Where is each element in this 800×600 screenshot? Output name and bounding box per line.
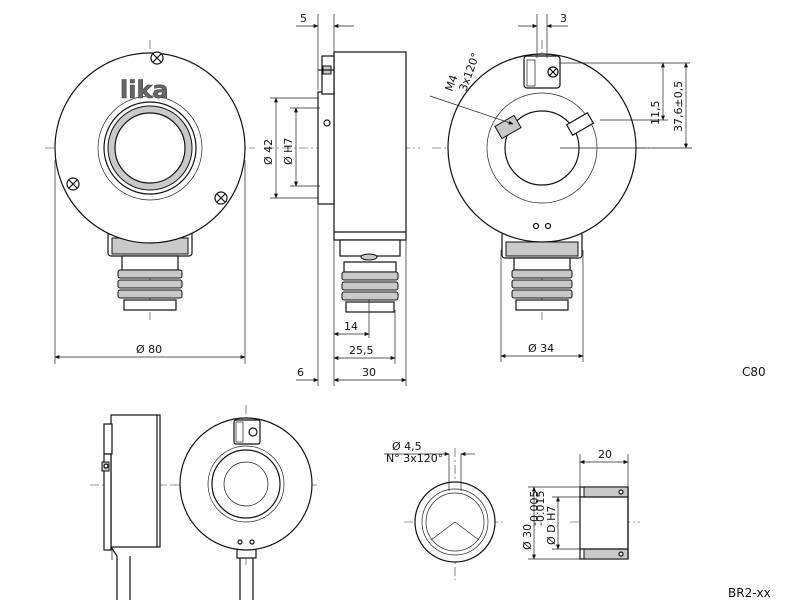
sleeve-section-view: 20 Ø 30 -0.005 -0.015 Ø D H7	[521, 448, 640, 560]
dim-m4: M4	[443, 73, 461, 93]
dim-n3x120: N° 3x120°	[386, 452, 443, 465]
dim-5: 5	[300, 12, 307, 25]
c80-side-view: 5 Ø 42 Ø H7 14 25,5 6 30	[262, 12, 420, 386]
screw-icon	[66, 177, 80, 191]
dim-dia30-tol-up: -0.005	[528, 491, 541, 526]
dim-dia30: Ø 30	[521, 524, 534, 550]
dim-dia30-tol-low: -0.015	[534, 491, 547, 526]
model-label-br2: BR2-xx	[728, 586, 771, 600]
dim-dia4-5: Ø 4,5	[392, 440, 422, 453]
sleeve-front-view: Ø 4,5 N° 3x120°	[384, 440, 506, 580]
dim-dia42: Ø 42	[262, 139, 275, 165]
dim-diaDH7: Ø D H7	[545, 506, 558, 545]
dim-20: 20	[598, 448, 612, 461]
br2-side-view	[90, 414, 176, 600]
dim-6: 6	[297, 366, 304, 379]
brand-logo: lika	[120, 76, 169, 104]
dim-14: 14	[344, 320, 358, 333]
screw-icon	[214, 191, 228, 205]
screw-icon	[150, 51, 164, 65]
dim-25-5: 25,5	[349, 344, 374, 357]
dim-dia80: Ø 80	[136, 343, 162, 356]
model-label-c80: C80	[742, 365, 766, 379]
dim-3: 3	[560, 12, 567, 25]
c80-rear-view: 3 M4 3x120° 11,5 37,6±0,5 Ø 34	[429, 12, 692, 362]
dim-dia34: Ø 34	[528, 342, 554, 355]
br2-front-view	[172, 405, 320, 600]
dim-37-6: 37,6±0,5	[672, 81, 685, 132]
dim-30: 30	[362, 366, 376, 379]
dim-11-5: 11,5	[649, 101, 662, 126]
dim-diaH7: Ø H7	[282, 138, 295, 165]
c80-front-view: lika Ø 80	[45, 40, 255, 364]
